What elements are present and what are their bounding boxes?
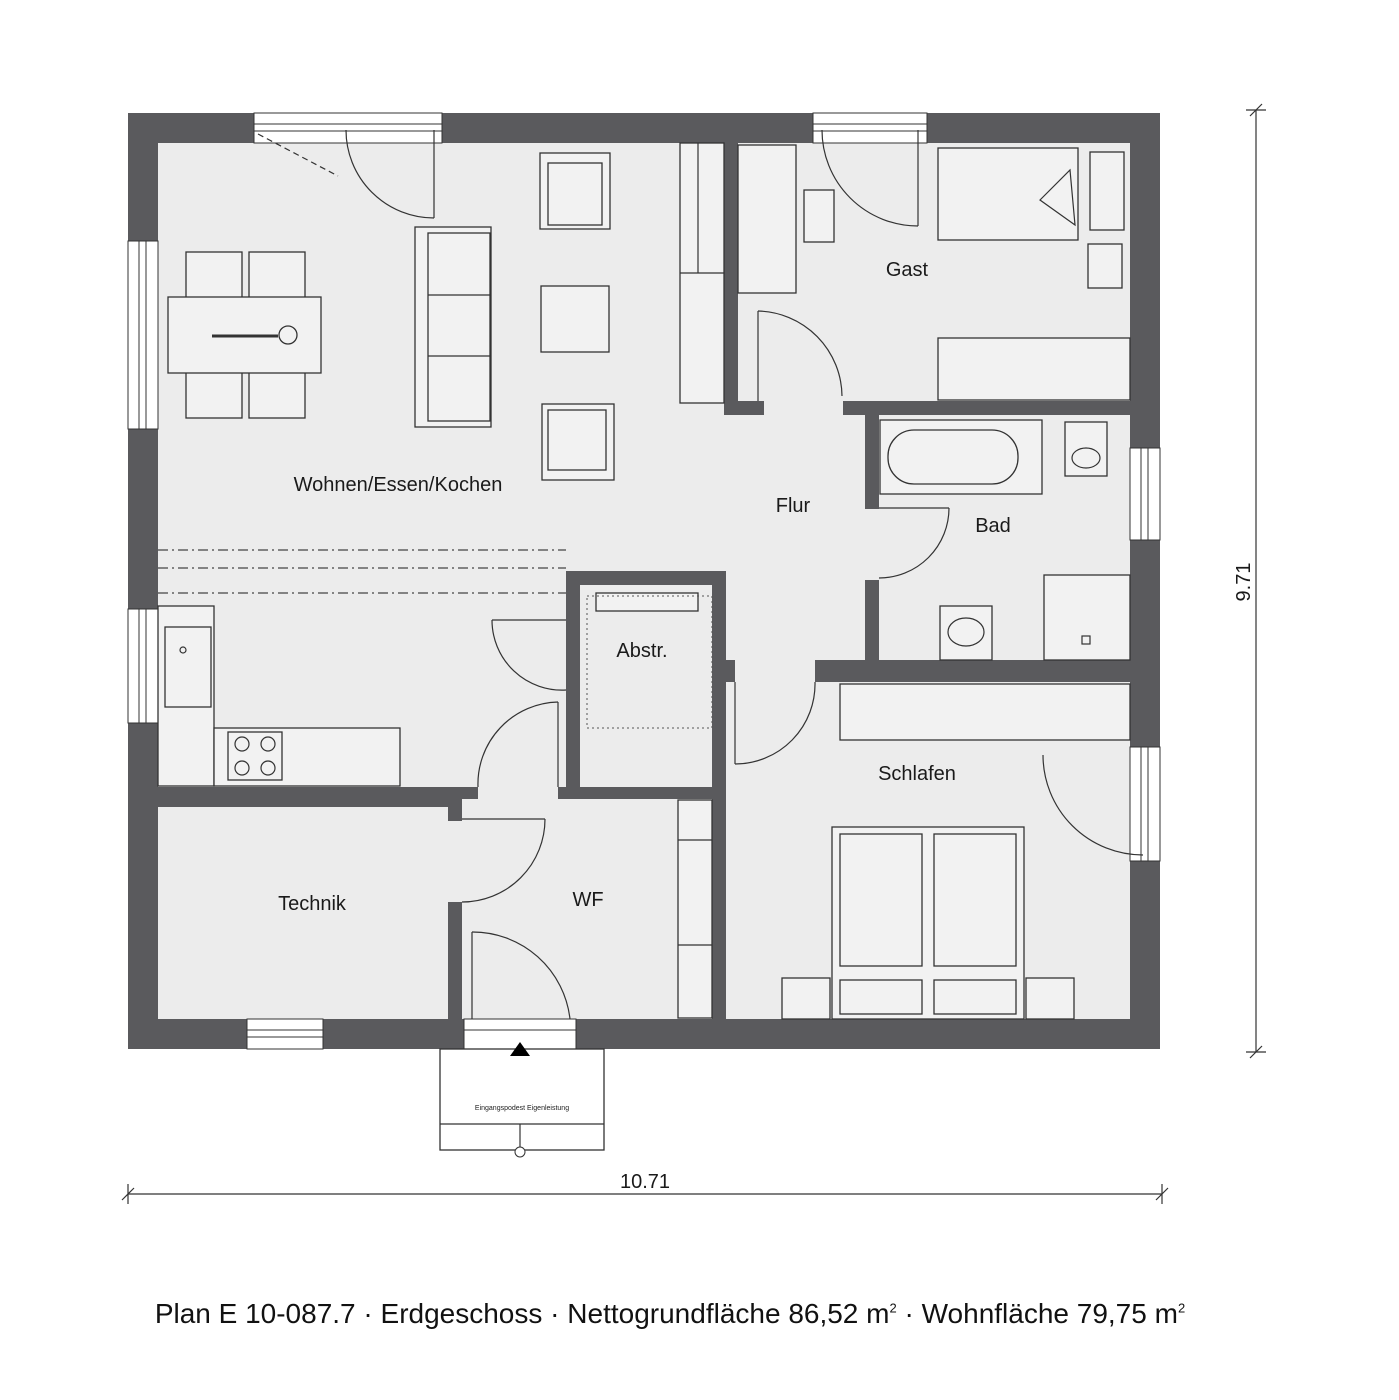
caption-plan: Plan E 10-087.7 <box>154 1298 356 1329</box>
doors <box>257 129 1144 1020</box>
caption-sup: 2 <box>889 1300 897 1316</box>
width-dimension: 10.71 <box>620 1171 670 1193</box>
furniture-wohnen <box>167 142 725 481</box>
caption-floor: Erdgeschoss <box>380 1298 543 1329</box>
room-label-flur: Flur <box>776 495 811 517</box>
furniture-kitchen <box>157 549 566 787</box>
room-label-abstr: Abstr. <box>616 640 667 662</box>
caption-wohn: Wohnfläche 79,75 m <box>921 1298 1178 1329</box>
furniture-gast <box>737 144 1131 401</box>
caption-sup: 2 <box>1177 1300 1186 1316</box>
furniture-bad <box>879 419 1131 661</box>
dimension-lines: 10.71 9.71 <box>121 103 1266 1204</box>
room-label-schlafen: Schlafen <box>878 763 956 785</box>
plan-caption: Plan E 10-087.7 · Erdgeschoss · Nettogru… <box>0 1298 1340 1330</box>
room-label-gast: Gast <box>886 259 929 281</box>
room-label-wf: WF <box>572 889 603 911</box>
furniture-wf <box>677 799 713 1019</box>
room-label-bad: Bad <box>975 515 1011 537</box>
caption-separator: · <box>896 1298 922 1329</box>
furniture-schlafen <box>781 683 1131 1020</box>
caption-separator: · <box>542 1298 568 1329</box>
height-dimension: 9.71 <box>1233 563 1255 602</box>
room-labels: Wohnen/Essen/Kochen Gast Flur Bad Abstr.… <box>278 259 1011 915</box>
entrance-label: Eingangspodest Eigenleistung <box>475 1105 569 1112</box>
caption-separator: · <box>355 1298 381 1329</box>
room-label-wohnen: Wohnen/Essen/Kochen <box>294 474 503 496</box>
windows <box>127 112 1161 1050</box>
room-label-technik: Technik <box>278 893 347 915</box>
entrance-platform: Eingangspodest Eigenleistung <box>439 1042 605 1158</box>
furniture-abstr <box>586 592 713 729</box>
caption-netto: Nettogrundfläche 86,52 m <box>567 1298 890 1329</box>
